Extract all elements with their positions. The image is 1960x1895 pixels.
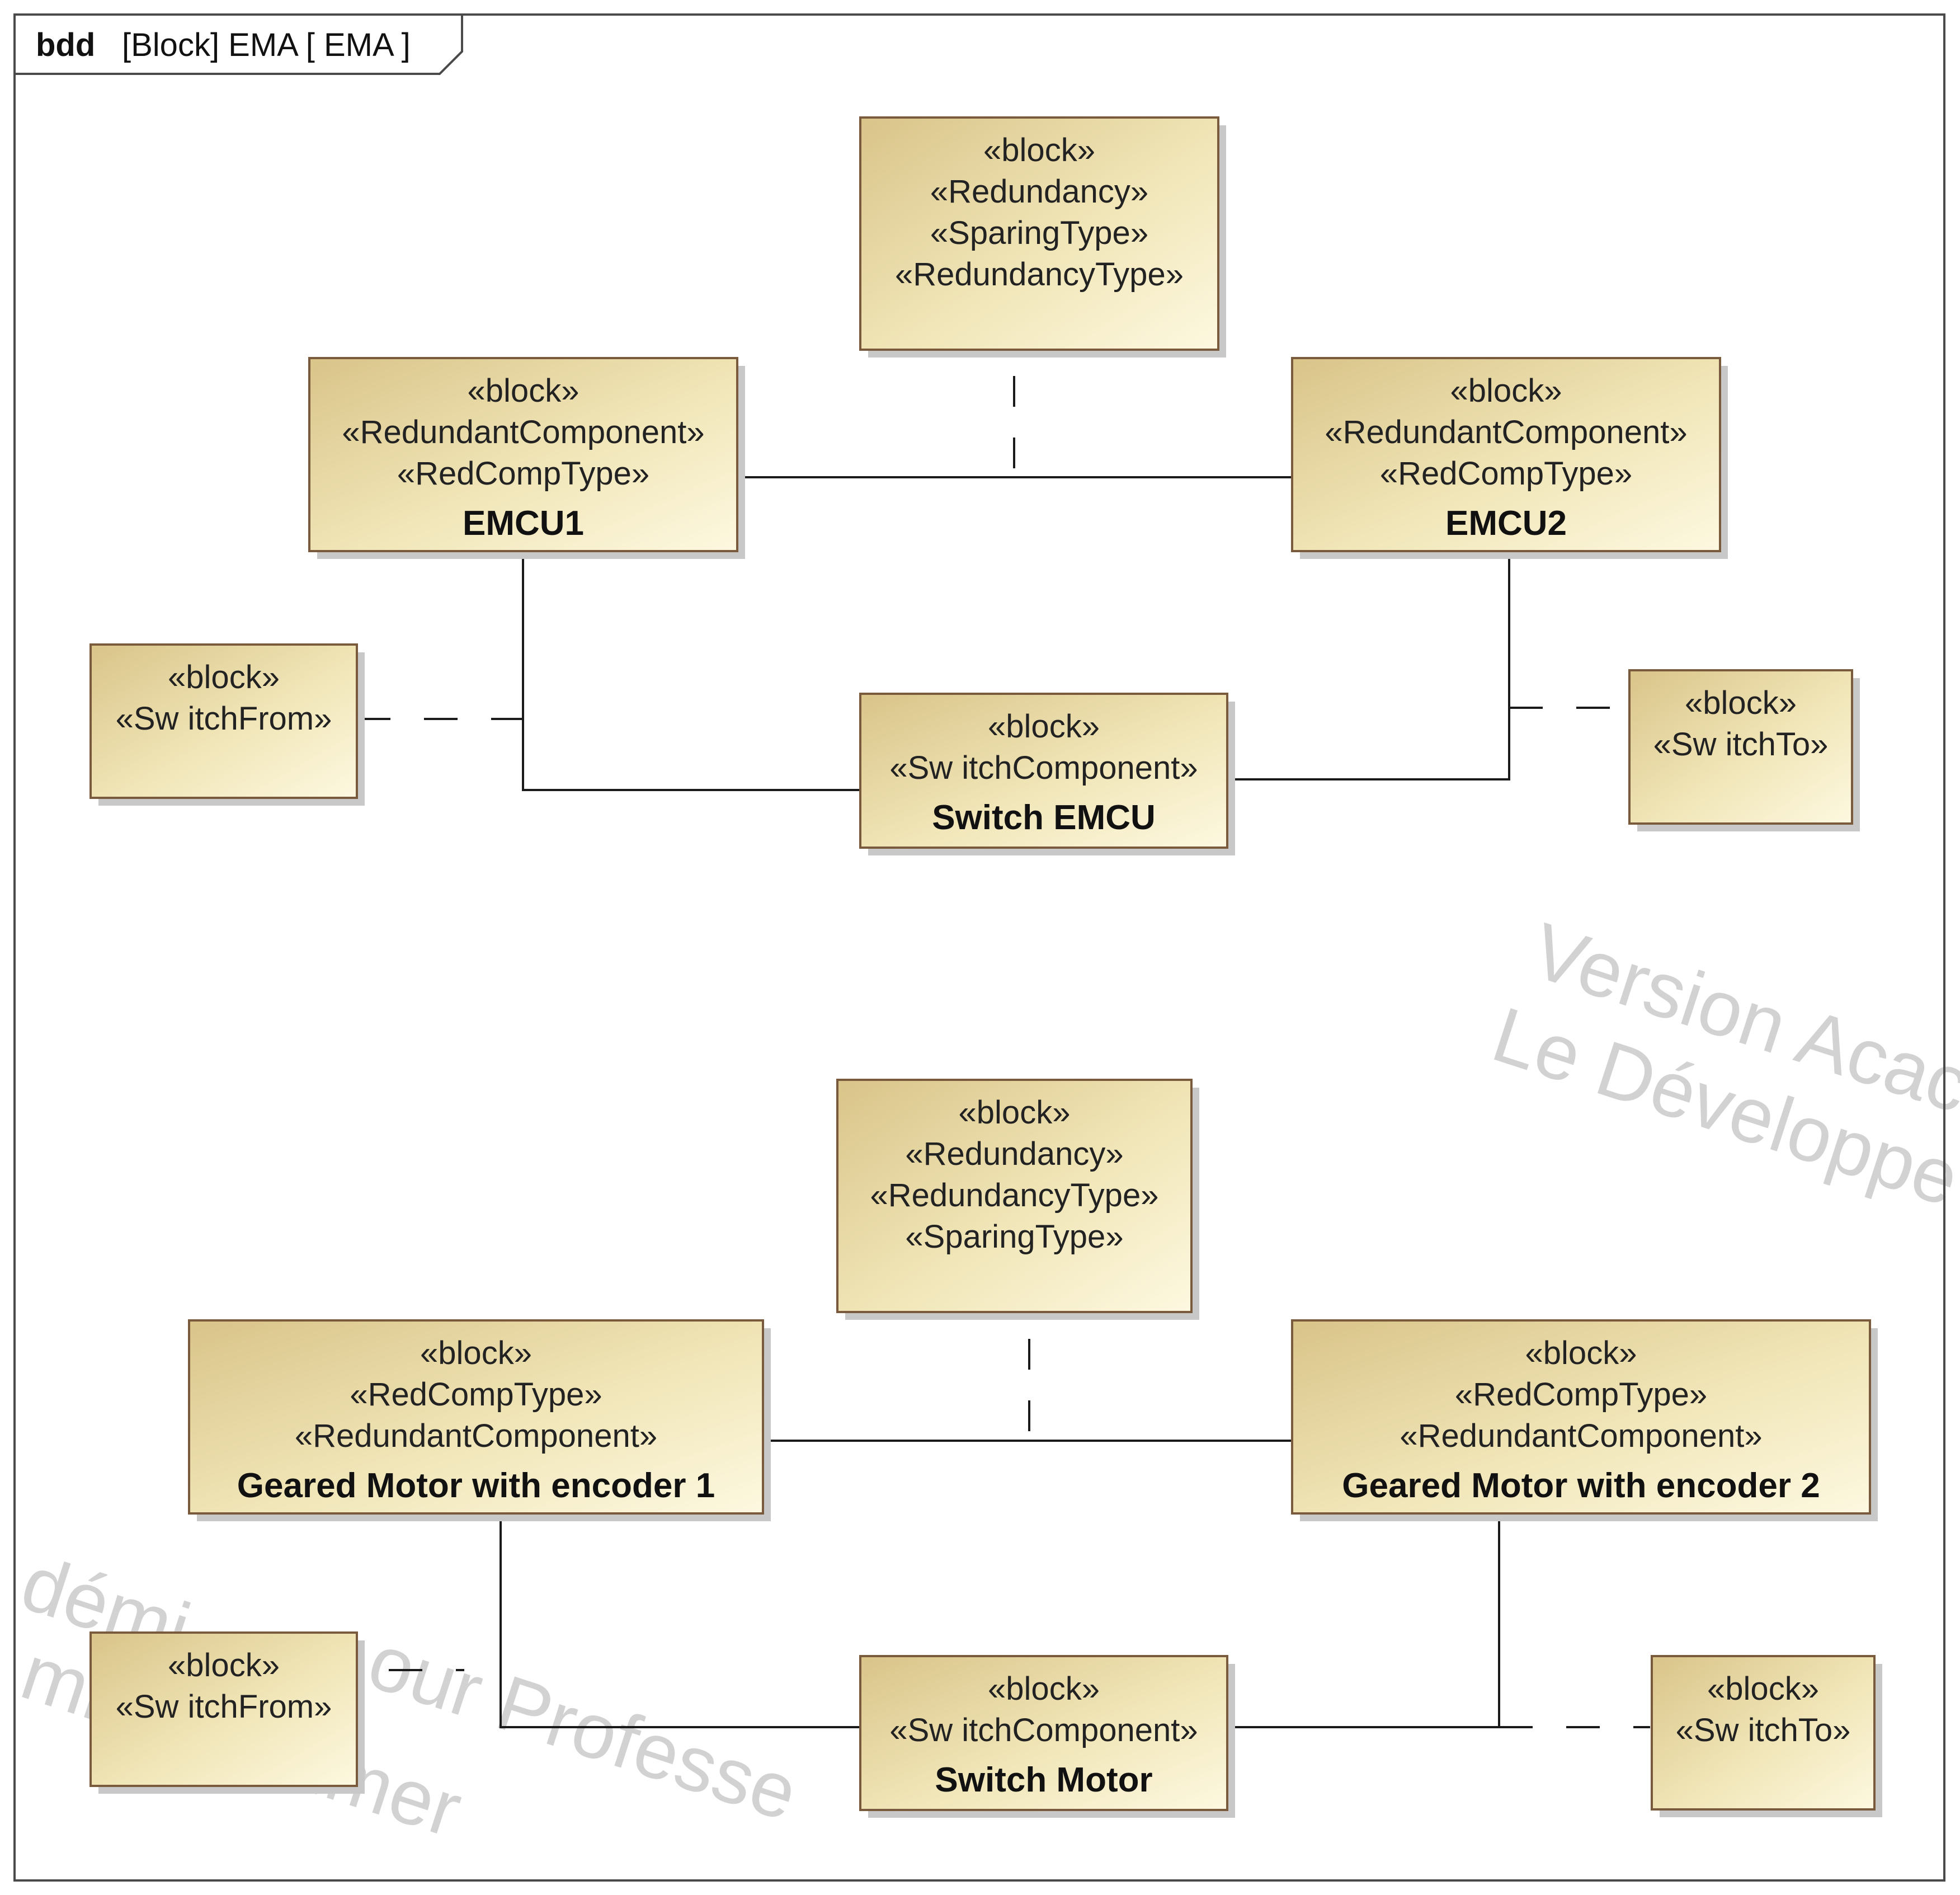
- block-stereotype: «block»: [988, 708, 1100, 745]
- block-name: EMCU1: [463, 504, 584, 543]
- block-body: [1291, 357, 1721, 552]
- block-stereotype: «RedCompType»: [1455, 1376, 1707, 1413]
- block-stereotype: «Redundancy»: [905, 1136, 1123, 1172]
- block-stereotype: «Sw itchFrom»: [116, 1689, 332, 1725]
- block-stereotype: «block»: [420, 1335, 532, 1371]
- block-stereotype: «block»: [168, 659, 280, 695]
- block-body: [1628, 669, 1853, 825]
- block-stereotype: «RedundancyType»: [895, 256, 1184, 293]
- diagram-frame: bdd [Block] EMA [ EMA ]: [13, 13, 1945, 1882]
- block-stereotype: «block»: [1525, 1335, 1637, 1371]
- block-body: [1291, 1319, 1871, 1515]
- block-name: Switch EMCU: [932, 798, 1156, 837]
- block-stereotype: «block»: [468, 373, 579, 409]
- block-stereotype: «RedundantComponent»: [1400, 1418, 1762, 1454]
- block-stereotype: «RedCompType»: [397, 455, 649, 492]
- block-name: Geared Motor with encoder 2: [1342, 1466, 1820, 1505]
- block-stereotype: «SparingType»: [930, 215, 1148, 251]
- block-redundancy-top[interactable]: «block» «Redundancy» «SparingType» «Redunda…: [859, 116, 1226, 358]
- block-stereotype: «Sw itchTo»: [1676, 1712, 1851, 1748]
- block-body: [836, 1079, 1193, 1313]
- block-body: [188, 1319, 764, 1515]
- block-stereotype: «block»: [988, 1671, 1100, 1707]
- block-stereotype: «block»: [1450, 373, 1562, 409]
- block-switch-to-bottom[interactable]: «block» «Sw itchTo»: [1651, 1655, 1882, 1817]
- frame-tab: [15, 15, 463, 75]
- block-name: EMCU2: [1445, 504, 1567, 543]
- block-body: [859, 116, 1219, 351]
- connectors: [357, 376, 1650, 1728]
- block-motor1[interactable]: «block» «RedCompType» «RedundantComponent»…: [188, 1319, 771, 1521]
- block-switch-from-bottom[interactable]: «block» «Sw itchFrom»: [89, 1631, 365, 1794]
- block-body: [1651, 1655, 1876, 1811]
- block-stereotype: «RedundantComponent»: [295, 1418, 657, 1454]
- block-stereotype: «RedundantComponent»: [1325, 414, 1687, 450]
- block-stereotype: «Sw itchComponent»: [889, 750, 1198, 786]
- block-stereotype: «Sw itchTo»: [1653, 726, 1829, 763]
- assoc-emcu2-switch: [1228, 554, 1510, 780]
- block-stereotype: «block»: [168, 1647, 280, 1684]
- block-stereotype: «Sw itchFrom»: [116, 700, 332, 737]
- frame-title: [Block] EMA [ EMA ]: [122, 27, 411, 63]
- block-emcu2[interactable]: «block» «RedundantComponent» «RedCompType»…: [1291, 357, 1728, 559]
- block-switch-to-top[interactable]: «block» «Sw itchTo»: [1628, 669, 1860, 831]
- assoc-motor2-switch: [1228, 1515, 1500, 1728]
- block-stereotype: «block»: [983, 132, 1095, 168]
- block-switch-motor[interactable]: «block» «Sw itchComponent» Switch Motor: [859, 1655, 1235, 1818]
- assoc-emcu1-switch: [522, 554, 860, 791]
- block-body: [308, 357, 738, 552]
- block-stereotype: «Sw itchComponent»: [889, 1712, 1198, 1748]
- block-stereotype: «block»: [1707, 1671, 1819, 1707]
- block-stereotype: «Redundancy»: [930, 173, 1148, 210]
- block-body: [859, 1655, 1228, 1811]
- block-stereotype: «block»: [1685, 685, 1797, 721]
- frame-border: [13, 13, 1945, 1882]
- block-stereotype: «block»: [959, 1094, 1071, 1131]
- block-name: Switch Motor: [935, 1761, 1152, 1799]
- block-stereotype: «RedCompType»: [350, 1376, 602, 1413]
- block-switch-from-top[interactable]: «block» «Sw itchFrom»: [89, 643, 365, 806]
- block-stereotype: «RedCompType»: [1380, 455, 1632, 492]
- block-name: Geared Motor with encoder 1: [237, 1466, 715, 1505]
- block-stereotype: «RedundantComponent»: [342, 414, 704, 450]
- block-motor2[interactable]: «block» «RedCompType» «RedundantComponent»…: [1291, 1319, 1878, 1521]
- block-stereotype: «RedundancyType»: [870, 1177, 1159, 1214]
- frame-kind-label: bdd: [36, 27, 95, 63]
- block-emcu1[interactable]: «block» «RedundantComponent» «RedCompType»…: [308, 357, 745, 559]
- block-body: [89, 643, 358, 799]
- assoc-motor1-switch: [500, 1515, 860, 1728]
- block-body: [89, 1631, 358, 1787]
- block-stereotype: «SparingType»: [905, 1219, 1123, 1255]
- block-redundancy-bottom[interactable]: «block» «Redundancy» «RedundancyType» «Spar…: [836, 1079, 1199, 1320]
- block-body: [859, 693, 1228, 849]
- block-switch-emcu[interactable]: «block» «Sw itchComponent» Switch EMCU: [859, 693, 1235, 855]
